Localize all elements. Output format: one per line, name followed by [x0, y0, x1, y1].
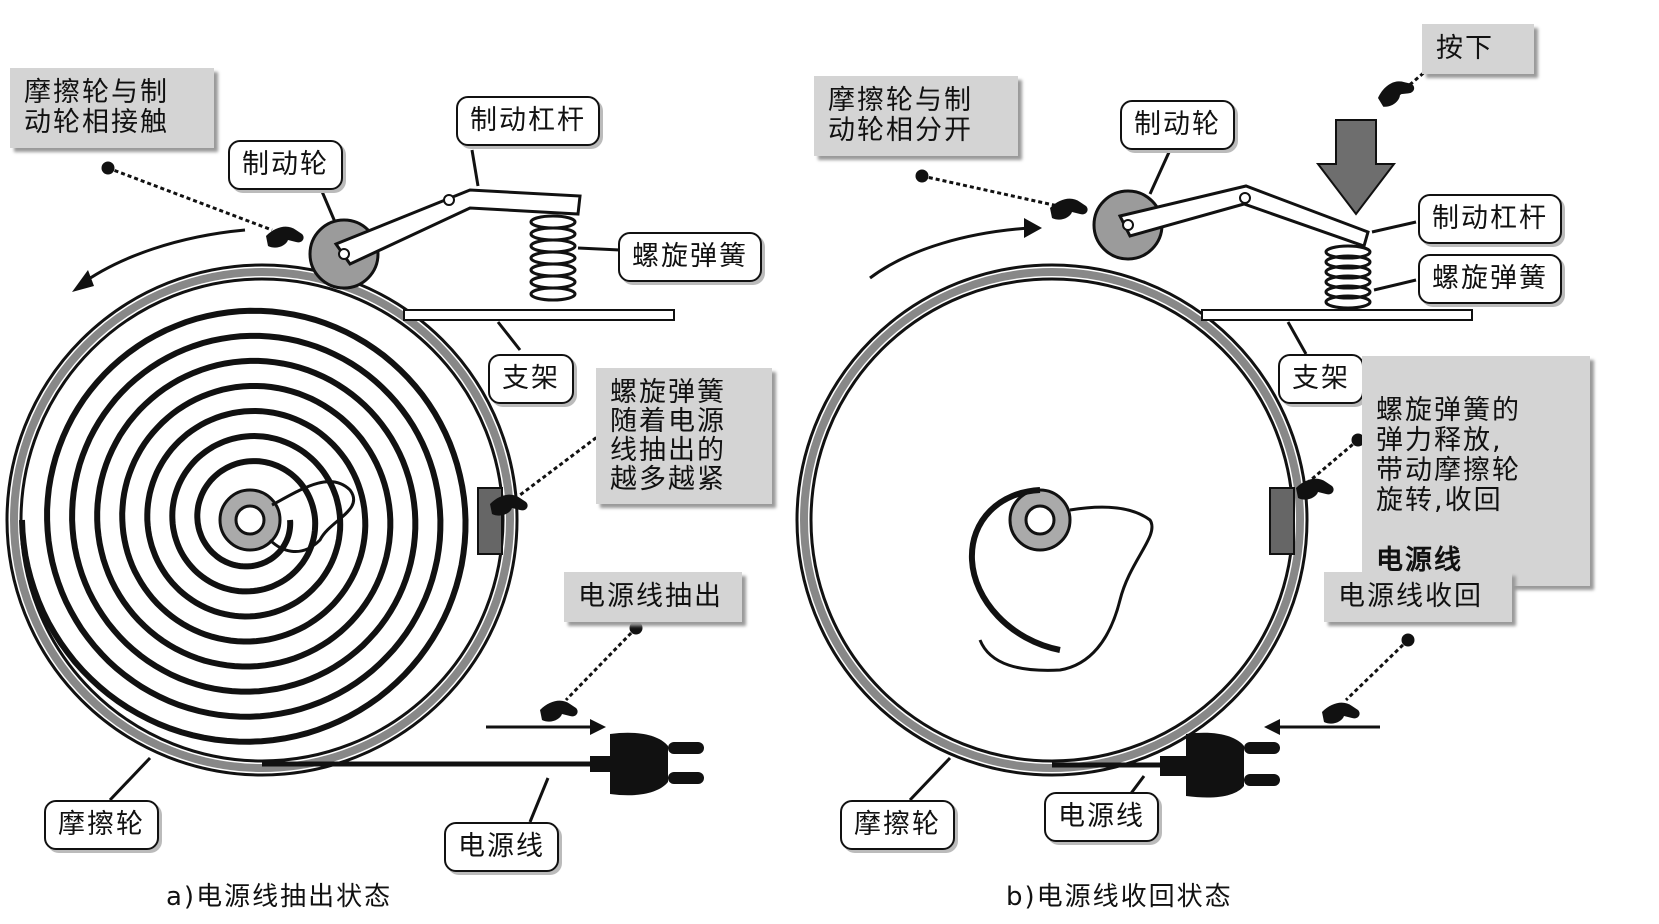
panel-a-label-brake-lever: 制动杠杆	[456, 96, 600, 146]
press-arrow-icon	[1315, 119, 1397, 216]
panel-a-note-contact: 摩擦轮与制 动轮相接触	[10, 68, 214, 148]
panel-b-note-spring-release: 螺旋弹簧的 弹力释放, 带动摩擦轮 旋转,收回 电源线	[1362, 356, 1590, 586]
panel-b-label-friction-wheel: 摩擦轮	[840, 800, 955, 850]
panel-b-label-brake-wheel: 制动轮	[1120, 100, 1235, 150]
panel-a-label-power-cord: 电源线	[444, 822, 559, 872]
panel-b-label-power-cord: 电源线	[1044, 792, 1159, 842]
panel-a-reel	[5, 263, 519, 777]
panel-a-caption: a)电源线抽出状态	[166, 882, 393, 912]
panel-a-label-bracket: 支架	[488, 354, 574, 404]
panel-a-spiral-spring	[19, 307, 469, 745]
panel-a-cord	[262, 719, 704, 796]
panel-b-label-brake-lever: 制动杠杆	[1418, 194, 1562, 244]
panel-b-label-coil-spring: 螺旋弹簧	[1418, 254, 1562, 304]
panel-b-note-spring-release-text: 螺旋弹簧的 弹力释放, 带动摩擦轮 旋转,收回	[1376, 395, 1521, 516]
panel-b-note-press: 按下	[1422, 24, 1534, 74]
panel-b-reel	[795, 263, 1309, 777]
panel-a-brake-assembly	[72, 188, 675, 321]
panel-a-label-coil-spring: 螺旋弹簧	[618, 232, 762, 282]
panel-b-note-spring-release-bold: 电源线	[1376, 545, 1463, 576]
panel-a-label-brake-wheel: 制动轮	[228, 140, 343, 190]
panel-a-note-spring-tight: 螺旋弹簧 随着电源 线抽出的 越多越紧	[596, 368, 772, 504]
panel-b-note-cord-in: 电源线收回	[1324, 572, 1512, 622]
panel-a-note-cord-out: 电源线抽出	[564, 572, 742, 622]
panel-b-note-separate: 摩擦轮与制 动轮相分开	[814, 76, 1018, 156]
panel-b-cord	[1052, 719, 1380, 798]
panel-b-label-bracket: 支架	[1278, 354, 1364, 404]
panel-b-caption: b)电源线收回状态	[1006, 882, 1233, 912]
panel-a-label-friction-wheel: 摩擦轮	[44, 800, 159, 850]
panel-b-brake-assembly	[869, 119, 1473, 321]
